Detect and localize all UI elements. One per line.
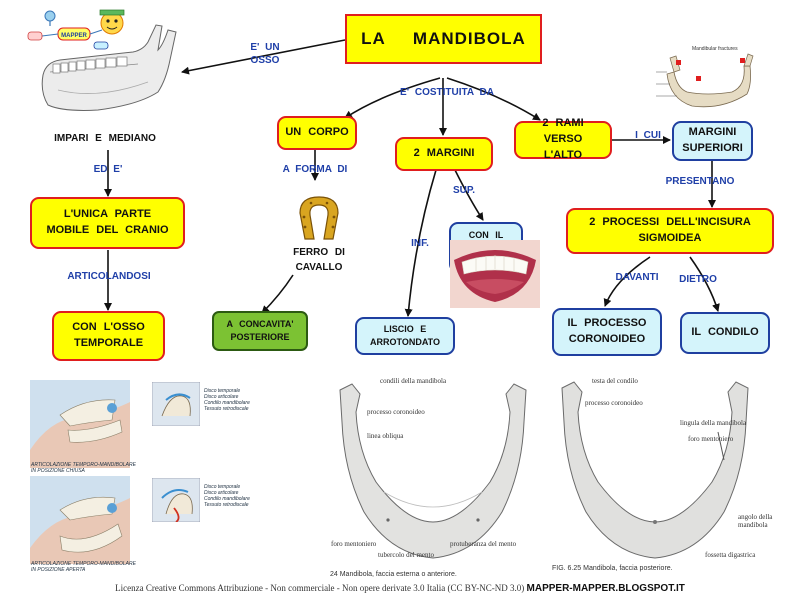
atm-open-part-1: Disco temporale <box>204 484 241 490</box>
label-lingula: lingula della mandibola <box>680 419 747 427</box>
footer-license: Licenza Creative Commons Attribuzione - … <box>115 583 525 593</box>
node-2-processi: 2 PROCESSI DELL'INCISURA SIGMOIDEA <box>566 208 774 254</box>
node-impari-mediano: IMPARI E MEDIANO <box>54 133 156 144</box>
arrow-to-rami <box>446 77 541 121</box>
arrow-to-alveolare <box>454 169 484 221</box>
logo-text: MAPPER <box>61 33 87 39</box>
node-unica-parte-mobile: L'UNICA PARTE MOBILE DEL CRANIO <box>30 197 185 249</box>
atm-part-2: Disco articolare <box>204 394 239 400</box>
label-fossetta: fossetta digastrica <box>705 551 756 559</box>
arrow-to-concavita <box>261 274 294 314</box>
node-concavita-posteriore: A CONCAVITA' POSTERIORE <box>212 311 308 351</box>
mandible-front-figure <box>326 372 540 572</box>
atm-open-image <box>30 476 130 564</box>
figure-caption-back: FIG. 6.25 Mandibola, faccia posteriore. <box>552 565 673 572</box>
atm-part-4: Tessuto retrodiscale <box>204 406 249 412</box>
teeth-photo <box>450 240 540 308</box>
arrow-to-corpo <box>344 77 441 119</box>
node-2-rami: 2 RAMI VERSO L'ALTO <box>514 117 612 161</box>
node-ferro-di-cavallo: FERRO DI CAVALLO <box>293 247 345 273</box>
label-linea-obliqua: linea obliqua <box>367 432 404 440</box>
label-protuberanza: protuberanza del mento <box>450 540 517 548</box>
page-title: LA MANDIBOLA <box>345 14 542 64</box>
atm-open-part-2: Disco articolare <box>204 490 239 496</box>
atm-open-part-4: Tessuto retrodiscale <box>204 502 249 508</box>
mapper-logo: MAPPER <box>20 6 125 50</box>
node-un-corpo: UN CORPO <box>277 116 357 150</box>
label-inf: INF. <box>411 238 429 249</box>
node-osso-temporale: CON L'OSSO TEMPORALE <box>52 311 165 361</box>
node-liscio-arrotondato: LISCIO E ARROTONDATO <box>355 317 455 355</box>
footer: Licenza Creative Commons Attribuzione - … <box>0 583 800 594</box>
atm-closed-image <box>30 380 130 468</box>
label-davanti: DAVANTI <box>615 272 659 283</box>
label-presentano: PRESENTANO <box>665 176 735 187</box>
node-processo-coronoideo: IL PROCESSO CORONOIDEO <box>552 308 662 356</box>
atm-closed-detail <box>151 381 201 427</box>
arrow-to-liscio <box>404 169 437 317</box>
mandible-back-figure <box>548 372 762 572</box>
atm-part-3: Condilo mandibolare <box>204 400 250 406</box>
fractures-caption: Mandibular fractures <box>692 46 738 52</box>
atm-closed-parts: Disco temporale Disco articolare Condilo… <box>204 388 264 412</box>
label-angolo: angolo della mandibola <box>738 513 773 529</box>
jaw-illustration <box>38 20 188 120</box>
node-margini-superiori: MARGINI SUPERIORI <box>672 121 753 161</box>
arrow-to-coronoideo <box>603 256 651 307</box>
node-2-margini: 2 MARGINI <box>395 137 493 171</box>
label-coronoideo-front: processo coronoideo <box>367 408 425 416</box>
arrow-title-to-jaw <box>181 39 346 75</box>
fractures-diagram: Mandibular fractures <box>652 44 770 116</box>
label-articolandosi: ARTICOLANDOSI <box>67 271 151 282</box>
footer-site-link[interactable]: MAPPER-MAPPER.BLOGSPOT.IT <box>526 583 685 594</box>
label-ed-e: ED E' <box>93 164 123 175</box>
label-testa-condilo: testa del condilo <box>592 377 638 385</box>
node-condilo: IL CONDILO <box>680 312 770 354</box>
label-i-cui: I CUI <box>635 130 661 141</box>
label-dietro: DIETRO <box>679 274 717 285</box>
figure-caption-front: 24 Mandibola, faccia esterna o anteriore… <box>330 571 457 578</box>
atm-open-parts: Disco temporale Disco articolare Condilo… <box>204 484 264 508</box>
label-a-forma-di: A FORMA DI <box>282 164 348 175</box>
label-condili: condili della mandibola <box>380 377 447 385</box>
label-sup: SUP. <box>452 185 476 196</box>
atm-open-caption: ARTICOLAZIONE TEMPORO-MANDIBOLARE IN POS… <box>31 561 136 573</box>
label-e-un-osso: E' UN OSSO <box>250 42 280 66</box>
atm-part-1: Disco temporale <box>204 388 241 394</box>
label-coronoideo-back: processo coronoideo <box>585 399 643 407</box>
label-costituita: E' COSTITUITA DA <box>400 87 494 98</box>
label-foro-mentoniero-back: foro mentoniero <box>688 435 734 443</box>
horseshoe-icon <box>296 193 342 245</box>
atm-open-part-3: Condilo mandibolare <box>204 496 250 502</box>
atm-closed-caption: ARTICOLAZIONE TEMPORO-MANDIBOLARE IN POS… <box>31 462 136 474</box>
arrow-to-condilo <box>689 256 720 312</box>
label-foro-mentoniero-front: foro mentoniero <box>331 540 377 548</box>
label-tubercolo: tubercolo del mento <box>378 551 434 559</box>
atm-open-detail <box>151 477 201 523</box>
